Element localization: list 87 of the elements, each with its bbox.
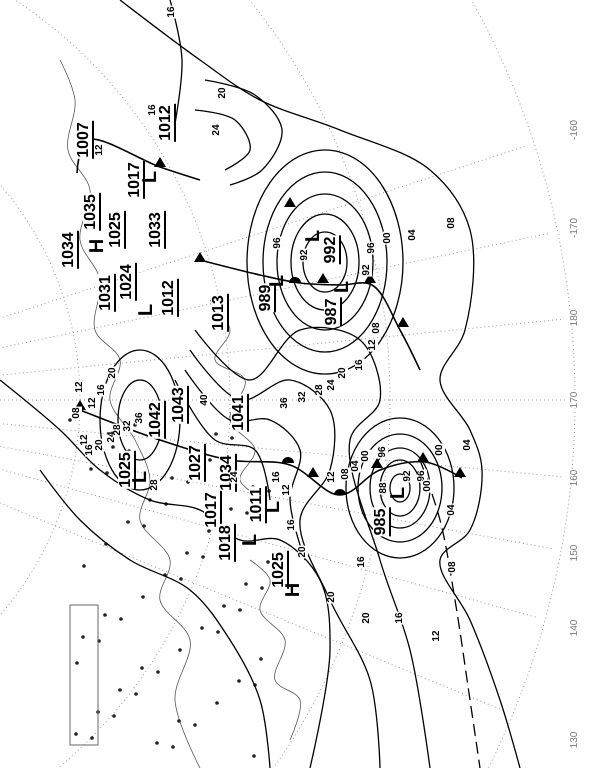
isobar-label: 20 (338, 366, 348, 380)
isobar-label: 08 (372, 321, 382, 335)
isobar-label: 20 (362, 611, 372, 625)
isobar-label: 28 (150, 478, 160, 492)
isobar-label: 92 (362, 263, 372, 277)
isobar-label: 08 (447, 216, 457, 230)
pressure-value: 1007 (76, 121, 94, 159)
isobar-label: 12 (432, 629, 442, 643)
isobar-label: 00 (383, 231, 393, 245)
isobar-label: 16 (355, 358, 365, 372)
pressure-value: 1041 (231, 394, 249, 432)
isobar-label: 20 (298, 545, 308, 559)
isobar-label: 88 (379, 481, 389, 495)
isobar-label: 96 (367, 241, 377, 255)
isobar-label: 36 (280, 396, 290, 410)
pressure-center-symbol: L (388, 486, 408, 500)
isobar-label: 04 (447, 503, 457, 517)
isobar-label: 04 (351, 459, 361, 473)
isobar-label: 20 (327, 590, 337, 604)
pressure-value: 1017 (127, 161, 145, 199)
isobar-label: 36 (135, 411, 145, 425)
isobar-label: 08 (341, 467, 351, 481)
isobar-label: 24 (327, 378, 337, 392)
pressure-value: 1012 (158, 104, 176, 142)
isobar-label: 92 (403, 469, 413, 483)
isobar-label: 28 (315, 383, 325, 397)
longitude-label: 130 (570, 732, 580, 748)
isobar-label: 16 (272, 470, 282, 484)
isobar-label: 96 (378, 445, 388, 459)
isobar-label: 12 (75, 380, 85, 394)
pressure-value: 1043 (171, 386, 189, 424)
isobar-label: 24 (212, 123, 222, 137)
isobar-label: 08 (72, 406, 82, 420)
isobar-label: 00 (435, 443, 445, 457)
isobar-label: 96 (273, 236, 283, 250)
isobar-label: 20 (108, 366, 118, 380)
isobar-label: 24 (230, 470, 240, 484)
pressure-value: 1031 (98, 274, 116, 312)
pressure-value: 1011 (249, 486, 267, 524)
isobar-label: 16 (395, 611, 405, 625)
isobar-label: 12 (327, 470, 337, 484)
pressure-value: 987 (324, 298, 342, 326)
isobar-label: 16 (97, 383, 107, 397)
pressure-center-symbol: L (136, 304, 156, 316)
pressure-value: 985 (373, 508, 391, 536)
isobar-label: 08 (448, 560, 458, 574)
pressure-value: 992 (323, 236, 341, 264)
longitude-label: 150 (570, 544, 580, 562)
isobar-label: 12 (368, 338, 378, 352)
isobar-label: 12 (282, 483, 292, 497)
isobar-label: 00 (423, 479, 433, 493)
isobar-label: 32 (123, 419, 133, 433)
longitude-label: -160 (570, 120, 580, 140)
isobar-label: 40 (200, 393, 210, 407)
pressure-value: 1012 (161, 279, 179, 317)
longitude-label: 180 (570, 310, 580, 326)
longitude-label: 160 (570, 470, 580, 486)
pressure-value: 1033 (148, 211, 166, 249)
pressure-center-symbol: L (332, 280, 352, 294)
isobar-label: 16 (357, 555, 367, 569)
isobar-label: 20 (95, 438, 105, 452)
longitude-label: -170 (570, 218, 580, 238)
pressure-value: 1013 (211, 294, 229, 332)
isobar-label: 20 (218, 86, 228, 100)
pressure-value: 1024 (119, 263, 137, 301)
isobar-label: 28 (113, 423, 123, 437)
isobar-label: 32 (298, 390, 308, 404)
isobar-label: 12 (88, 396, 98, 410)
longitude-label: 170 (570, 392, 580, 408)
isobar-label: 04 (463, 438, 473, 452)
pressure-value: 1042 (148, 401, 166, 439)
isobar-label: 92 (300, 248, 310, 262)
longitude-label: 140 (570, 620, 580, 636)
isobar-label: 04 (408, 228, 418, 242)
pressure-center-symbol: H (87, 238, 107, 254)
isobar-label: 16 (287, 518, 297, 532)
pressure-value: 1034 (61, 231, 79, 269)
isobar-label: 00 (361, 449, 371, 463)
isobar-label: 16 (148, 103, 158, 117)
isobar-label: 12 (95, 143, 105, 157)
pressure-center-symbol: L (240, 534, 260, 546)
pressure-value: 1018 (218, 524, 236, 562)
pressure-value: 1025 (108, 211, 126, 249)
isobar-label: 16 (85, 443, 95, 457)
isobar-label: 16 (167, 5, 177, 19)
pressure-value: 1027 (188, 444, 206, 482)
pressure-value: 1035 (83, 193, 101, 231)
